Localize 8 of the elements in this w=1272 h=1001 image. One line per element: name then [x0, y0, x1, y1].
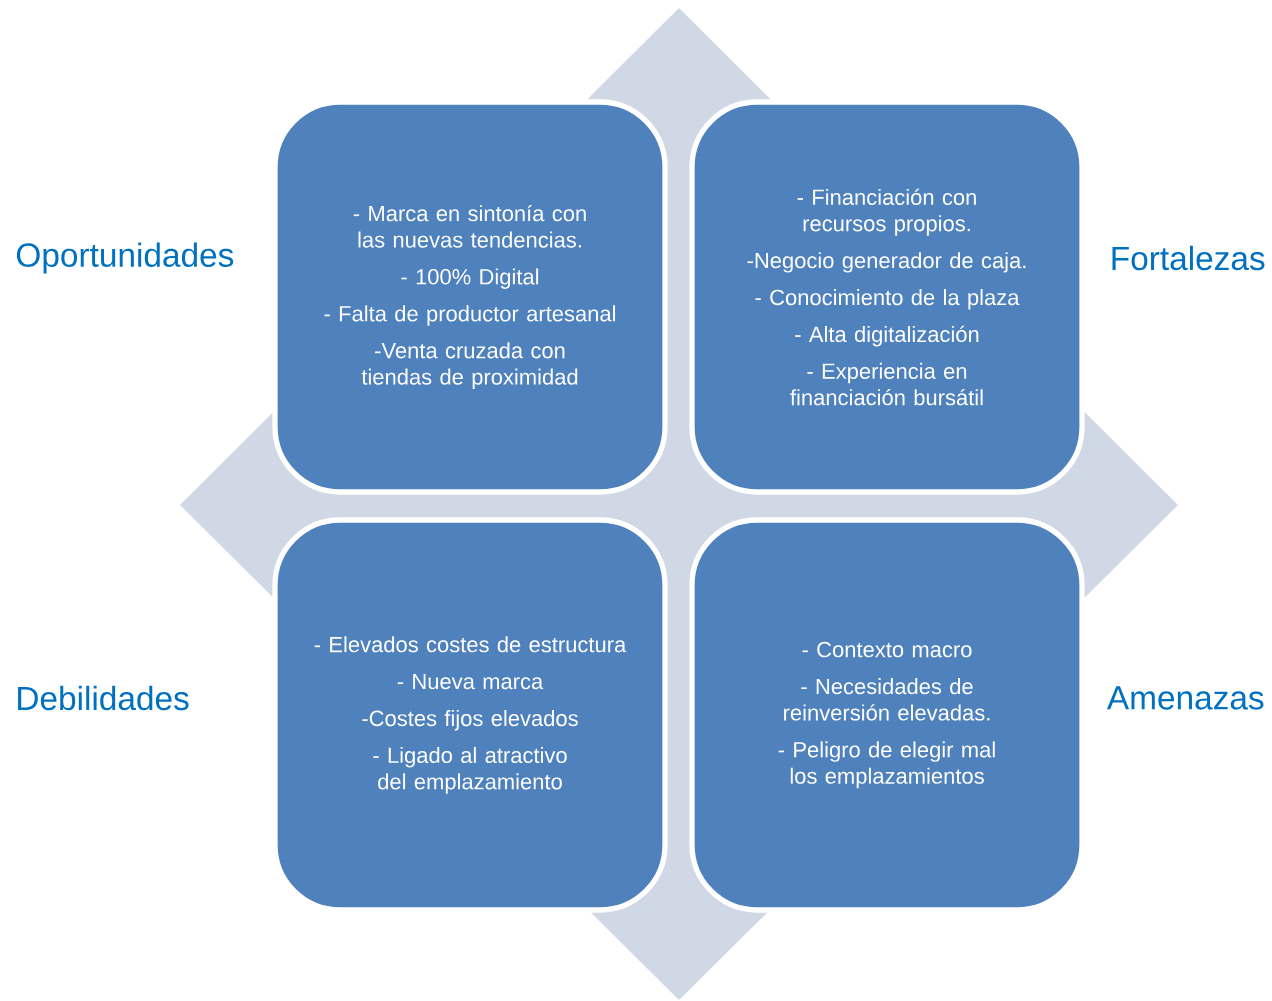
- side-label: Fortalezas: [1112, 245, 1265, 271]
- rounded-box: - Financiación con recursos propios. -Negocio generador de caja. - Conocimiento de la plaza - Alta digitalización - Experiencia en financiación bursátil: [689, 99, 1085, 495]
- side-label: Oportunidades: [16, 242, 234, 274]
- side-label: Amenazas: [1106, 686, 1264, 710]
- rounded-box: - Contexto macro - Necesidades de reinversión elevadas. - Peligro de elegir mal los emplazamientos: [689, 517, 1085, 913]
- side-label: Debilidades: [18, 685, 189, 711]
- rounded-box: - Marca en sintonía con las nuevas tendencias. - 100% Digital - Falta de productor artesanal -Venta cruzada con tiendas de proximidad: [272, 99, 668, 495]
- rounded-box: - Elevados costes de estructura - Nueva marca -Costes fijos elevados - Ligado al atractivo del emplazamiento: [272, 517, 668, 913]
